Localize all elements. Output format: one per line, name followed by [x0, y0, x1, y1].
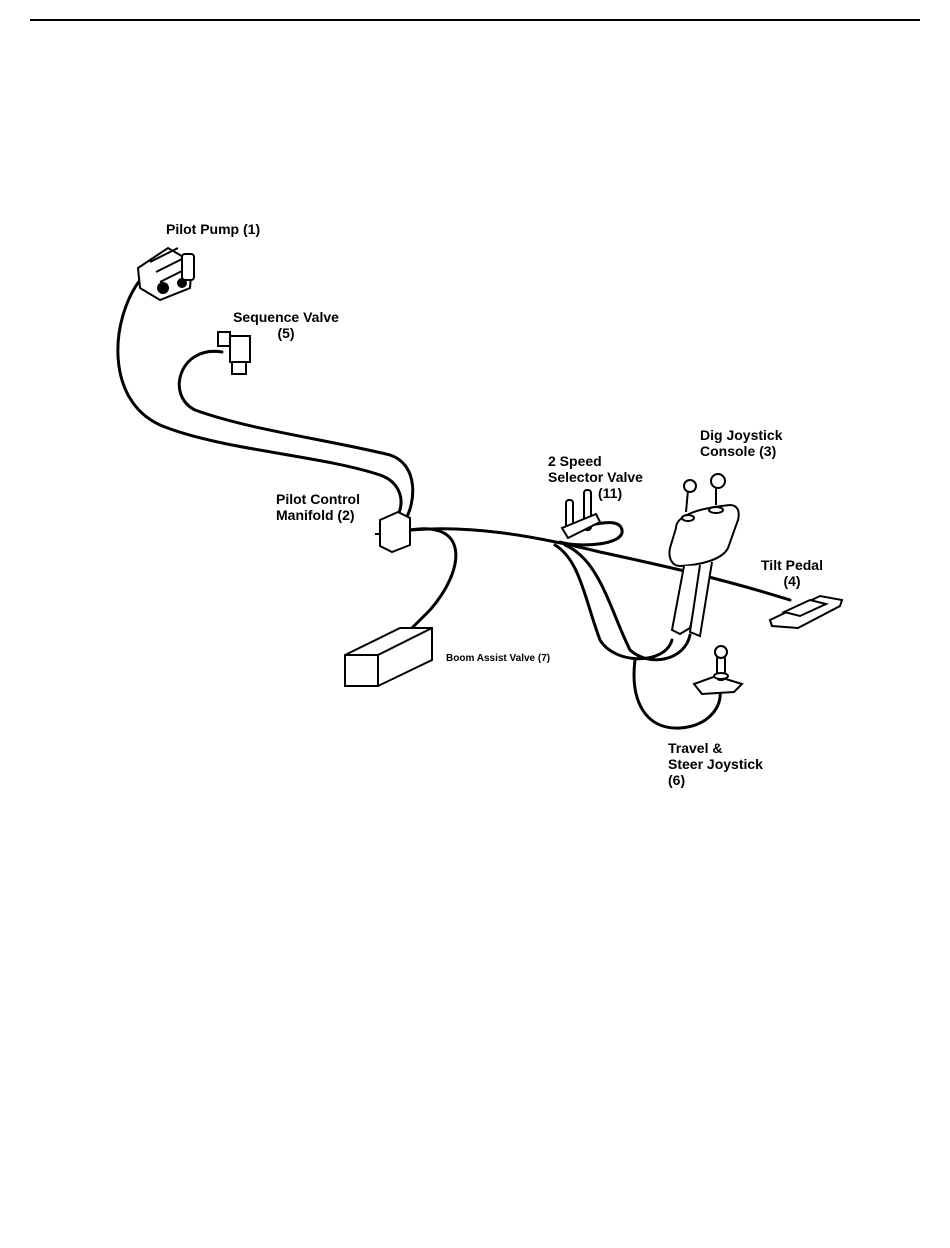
label-sequence-valve: Sequence Valve (5) — [230, 309, 342, 341]
label-pilot-control-manifold: Pilot Control Manifold (2) — [276, 491, 360, 523]
pilot-pump-shape — [138, 248, 194, 300]
label-tilt-pedal: Tilt Pedal (4) — [752, 557, 832, 589]
label-travel-steer-joystick: Travel & Steer Joystick (6) — [668, 740, 763, 788]
label-dig-joystick-console: Dig Joystick Console (3) — [700, 427, 782, 459]
hose-main-trunk — [410, 529, 790, 600]
label-boom-assist-valve: Boom Assist Valve (7) — [446, 653, 550, 665]
travel-joystick-shape — [694, 646, 742, 694]
hose-manifold-to-boom — [410, 529, 456, 628]
pilot-control-manifold-shape — [375, 512, 410, 552]
hose-console-loop-1 — [555, 545, 672, 659]
tilt-pedal-shape — [770, 596, 842, 628]
label-2-speed-selector-valve: 2 Speed Selector Valve (11) — [548, 453, 643, 501]
dig-joystick-console-shape — [669, 474, 738, 636]
label-pilot-pump: Pilot Pump (1) — [166, 221, 260, 237]
boom-assist-valve-shape — [345, 628, 432, 686]
